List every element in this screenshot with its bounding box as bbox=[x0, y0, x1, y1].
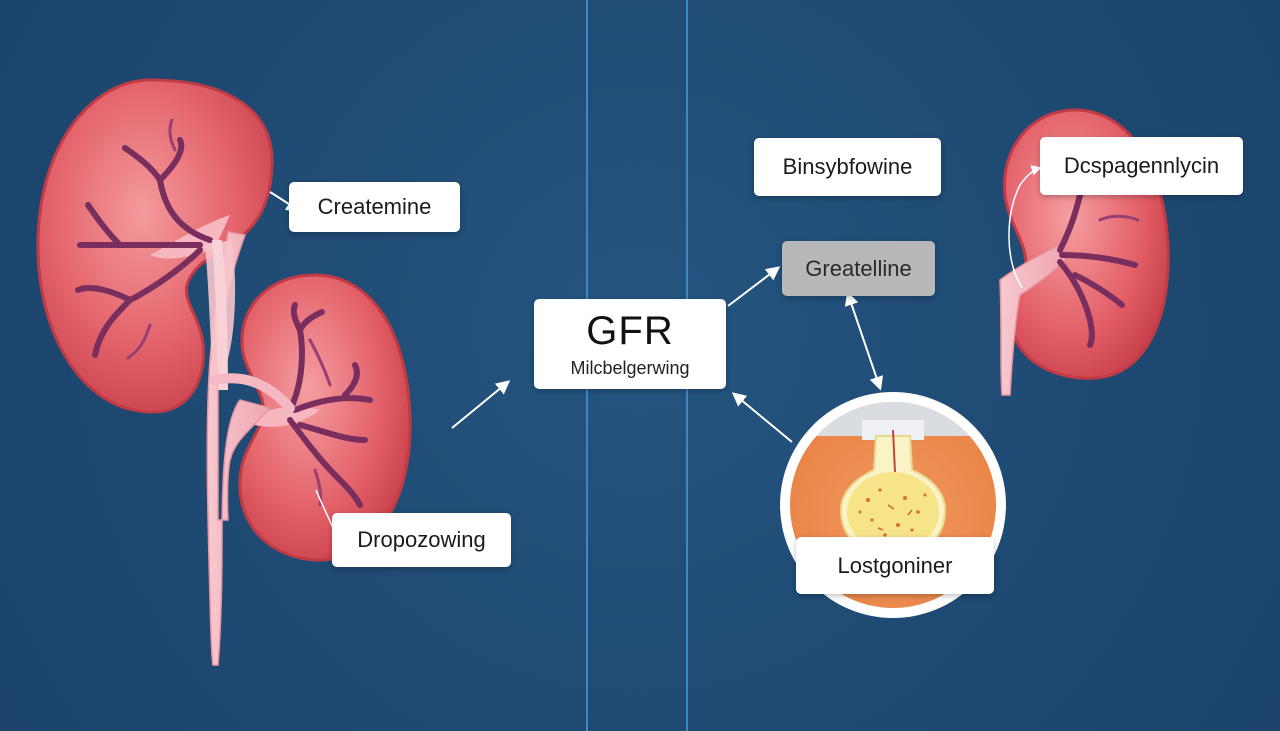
label-createnine: Createmine bbox=[289, 182, 460, 232]
arrow-greatelline-flask bbox=[844, 291, 884, 391]
arrow-right-kidney-to-label bbox=[1008, 165, 1043, 289]
arrow-gfr-to-greatelline bbox=[727, 266, 781, 307]
arrow-to-gfr bbox=[451, 380, 511, 429]
gfr-title: GFR bbox=[586, 308, 674, 353]
label-greatelline: Greatelline bbox=[782, 241, 935, 296]
gfr-subtitle: Milcbelgerwing bbox=[570, 357, 690, 378]
label-binsybfowine: Binsybfowine bbox=[754, 138, 941, 196]
label-lostgoniner: Lostgoniner bbox=[796, 537, 994, 594]
arrow-group bbox=[269, 165, 1043, 536]
label-dropozowing: Dropozowing bbox=[332, 513, 511, 567]
gfr-box: GFR Milcbelgerwing bbox=[534, 299, 726, 389]
arrow-gfr-to-flask bbox=[731, 392, 793, 443]
kidney-icon bbox=[238, 273, 412, 562]
label-dcspagennlycin: Dcspagennlycin bbox=[1040, 137, 1243, 195]
flask-icon bbox=[780, 392, 1006, 618]
ureter-left bbox=[205, 231, 295, 666]
